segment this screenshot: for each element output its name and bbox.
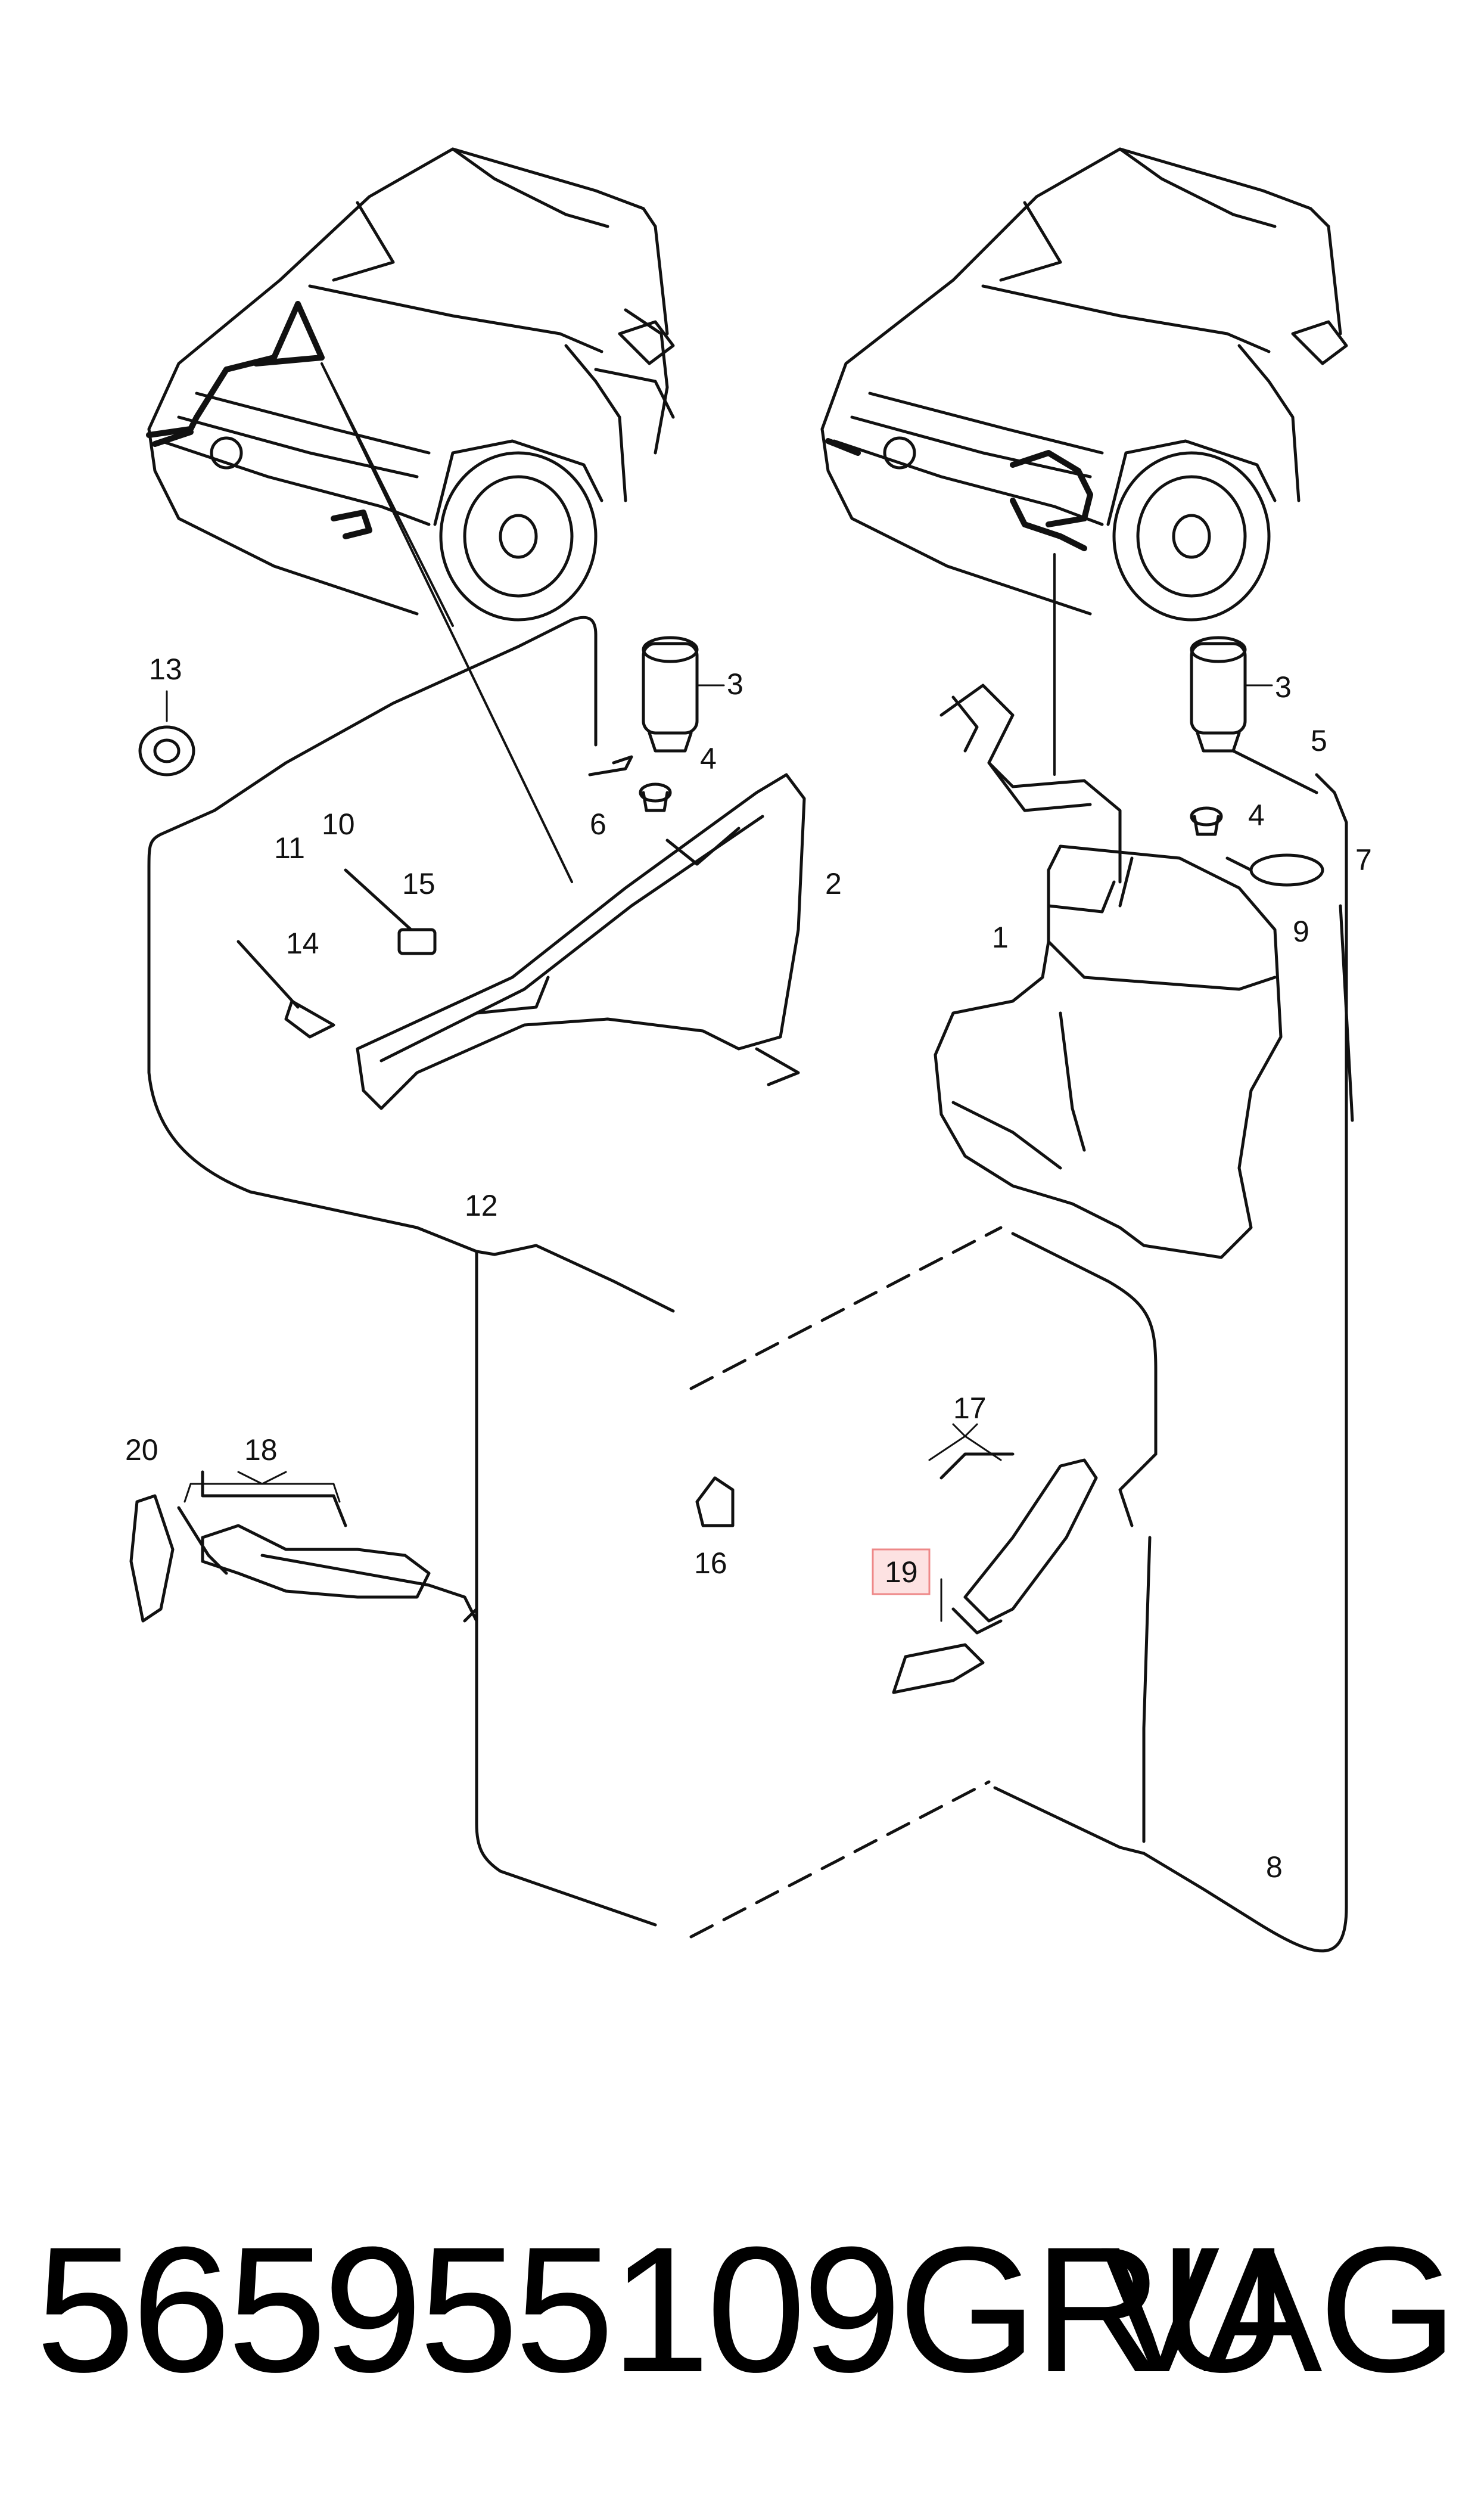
washer-pump-left [642,636,725,753]
callout-4-right: 4 [1248,799,1265,832]
grommet-left [639,782,672,812]
hose-system-right [993,773,1354,1953]
washer-reservoir-1 [934,844,1283,1259]
callout-10: 10 [322,807,355,841]
callout-18: 18 [244,1433,278,1467]
callout-8: 8 [1266,1850,1283,1884]
callout-5: 5 [1311,724,1327,757]
callout-20: 20 [125,1433,158,1467]
grommet-right [1190,806,1223,836]
callout-4-left: 4 [700,742,717,775]
washer-tank-housing [356,773,806,1110]
callout-3-right: 3 [1275,670,1292,704]
left-car-hose-routing [146,301,372,539]
seal-ring-13 [138,690,195,776]
filler-neck [939,684,1122,884]
clip-15 [344,868,437,955]
callout-9: 9 [1293,915,1309,948]
callout-14: 14 [286,927,319,960]
brand-label: VAG [1100,2209,1458,2409]
callout-brackets [183,1423,1002,1622]
callout-15: 15 [402,867,435,900]
callout-13: 13 [149,653,182,686]
callout-1: 1 [992,921,1009,954]
holder-14 [237,940,335,1039]
callout-labels: 1 2 3 3 4 4 5 6 7 8 9 10 11 12 13 14 15 … [125,653,1372,1884]
callout-17: 17 [953,1391,987,1425]
part-number: 565955109GRU [36,2209,1288,2409]
dashed-connectors [689,1226,1003,1939]
callout-3-left: 3 [727,667,743,701]
left-car-outline [147,147,675,622]
callout-2: 2 [825,867,842,900]
clip-16 [695,1476,735,1527]
hose-system-left [147,616,675,1927]
callout-12: 12 [465,1189,498,1222]
callout-11: 11 [274,831,305,865]
elbow-connector-6 [588,755,633,776]
callout-7: 7 [1355,843,1372,877]
callout-19: 19 [885,1555,918,1589]
callout-6: 6 [590,807,606,841]
right-car-hose-routing [825,438,1093,551]
callout-16: 16 [694,1546,727,1580]
headlamp-washer-nozzle-17 [892,1452,1098,1694]
headlamp-washer-nozzle-18 [177,1470,431,1599]
highlight-box-19 [872,1548,931,1595]
washer-pump-right [1190,636,1318,794]
clamp-9 [1225,853,1324,887]
right-car-outline [820,147,1348,622]
leader-line-car-to-tank [321,362,573,883]
cover-cap-20 [129,1494,175,1623]
